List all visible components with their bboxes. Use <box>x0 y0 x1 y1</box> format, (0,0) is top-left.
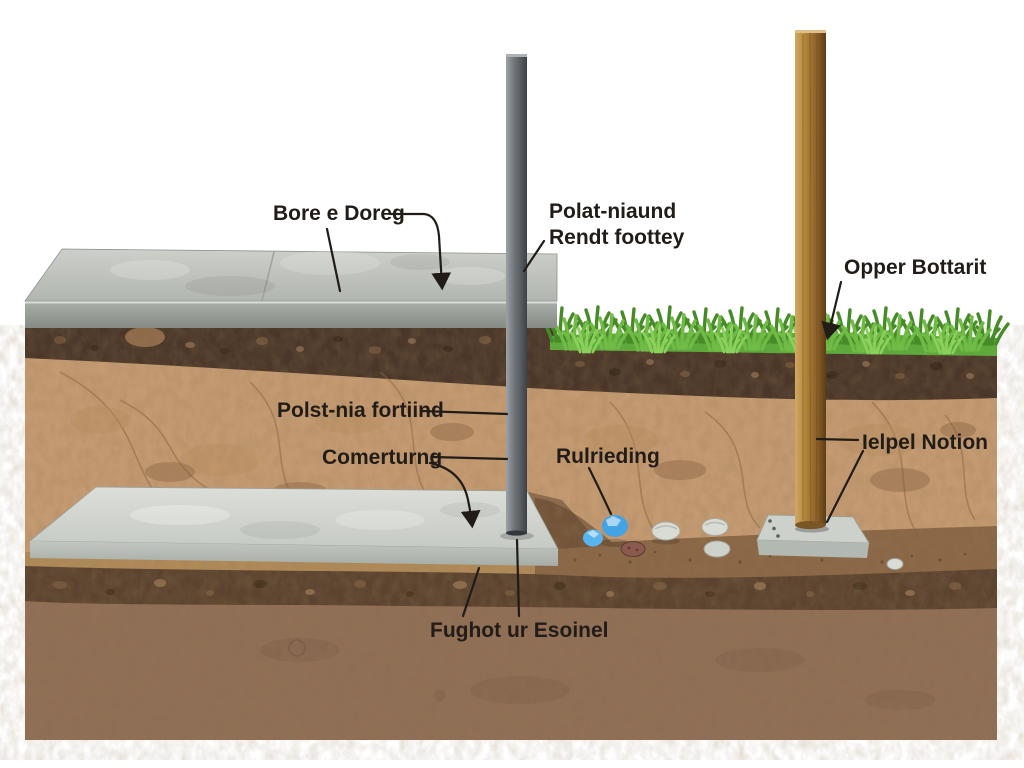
footing-pad-bolts <box>768 519 780 538</box>
label-concrete: Comerturng <box>322 446 442 469</box>
white-stone-2 <box>701 518 729 536</box>
steel-post-cap <box>506 54 527 57</box>
level-leader-left <box>815 437 860 442</box>
white-stone-3 <box>703 540 731 558</box>
label-gravel: Rulrieding <box>556 445 660 468</box>
upper-slab-front <box>25 301 557 328</box>
label-footing-left: Polst-nia fortiind <box>277 399 444 422</box>
slab-leader-right <box>388 212 452 291</box>
footing-bottom-leader-left <box>461 566 481 618</box>
label-wood-post: Opper Bottarit <box>844 256 986 279</box>
wood-post-bottom <box>795 521 826 529</box>
label-post-line1: Polat-niaund <box>549 200 676 223</box>
wood-grain <box>802 31 818 523</box>
upper-slab-seam <box>261 251 275 302</box>
footing-left-leader <box>420 409 509 416</box>
upper-slab-mottling <box>110 251 505 296</box>
gravel-leader <box>587 466 613 516</box>
wood-post-cap <box>795 30 826 33</box>
label-slab-top: Bore e Doreg <box>273 202 405 225</box>
steel-post-shaft <box>506 54 527 534</box>
lower-concrete-footing <box>28 486 559 566</box>
grass-strip <box>539 305 1010 356</box>
concrete-leader-right <box>431 455 509 461</box>
label-footing-bottom: Fughot ur Esoinel <box>430 619 609 642</box>
lower-footing-top <box>28 486 559 550</box>
steel-post <box>500 54 534 540</box>
brown-stone <box>620 541 646 557</box>
wood-post-leader <box>821 280 843 341</box>
label-level: Ielpel Notion <box>862 431 988 454</box>
trench-stones <box>583 515 904 570</box>
steel-post-bottom <box>506 530 527 536</box>
slab-leader-left <box>325 227 342 293</box>
upper-concrete-slab <box>24 248 558 328</box>
footing-pad-front <box>757 540 869 558</box>
level-leader-down <box>825 449 865 524</box>
concrete-leader-down <box>428 461 481 529</box>
footing-bottom-leader-right <box>515 538 521 618</box>
white-stone-1 <box>651 521 681 541</box>
post-leader <box>522 239 546 273</box>
lower-footing-mottling <box>130 502 500 539</box>
wood-post-assembly <box>756 30 870 558</box>
lower-footing-front <box>30 541 558 566</box>
white-pebble-right <box>886 558 904 570</box>
label-post-line2: Rendt foottey <box>549 226 685 249</box>
annotations: Bore e Doreg Polat-niaund Rendt foottey … <box>273 200 988 642</box>
